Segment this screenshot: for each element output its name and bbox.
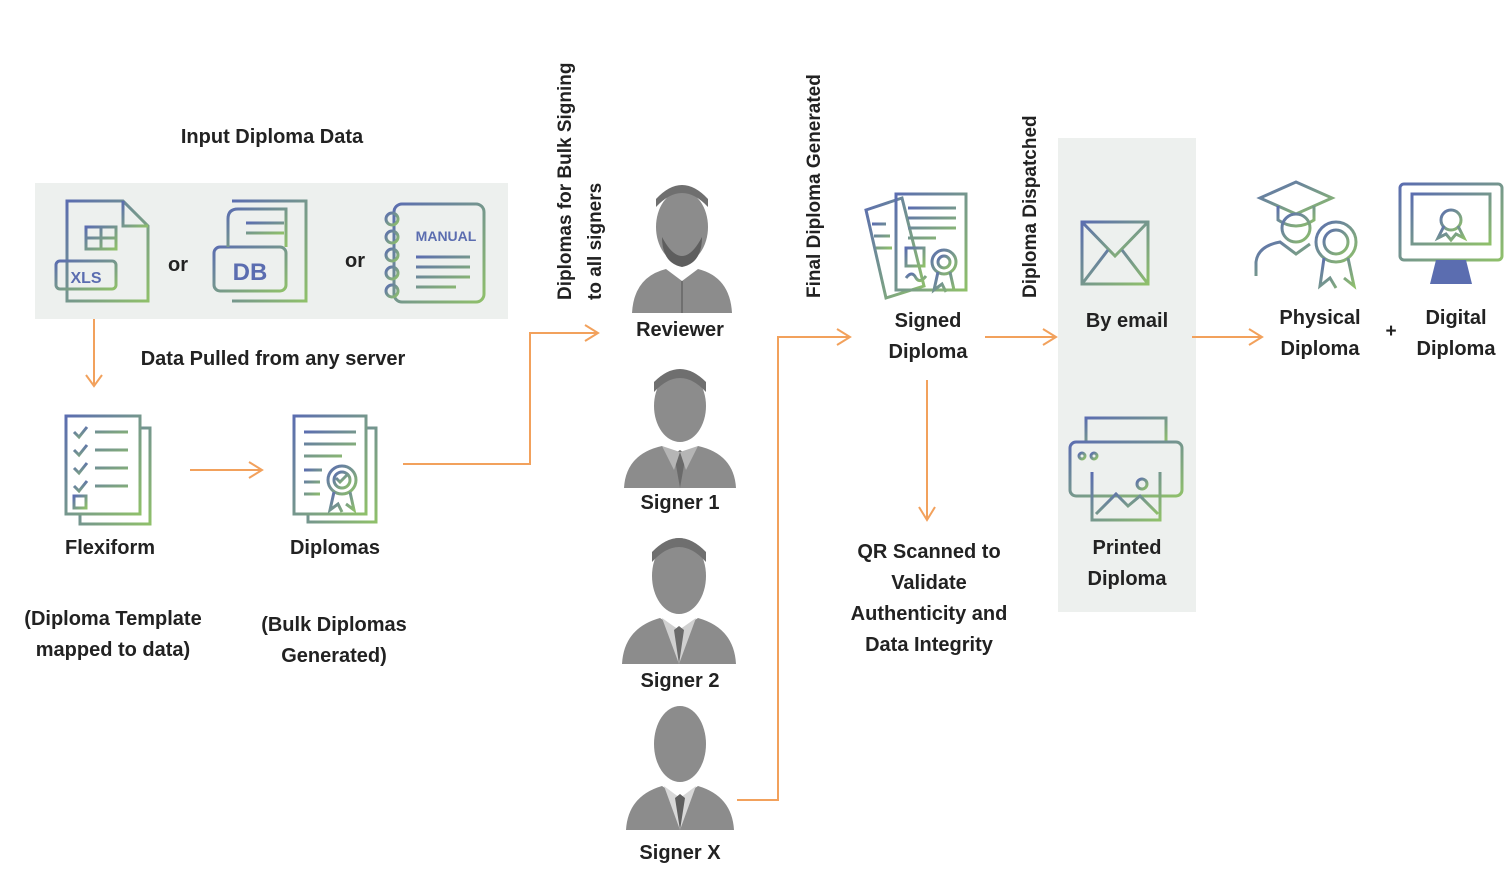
final-generated-stage-label: Final Diploma Generated	[804, 74, 825, 298]
dispatch-box	[1058, 138, 1196, 612]
digital-diploma-label: Digital Diploma	[1416, 307, 1496, 360]
monitor-certificate-icon	[1398, 182, 1504, 284]
printer-icon	[1068, 416, 1184, 522]
by-email-label: By email	[1085, 310, 1169, 332]
diplomas-certificate-icon	[292, 414, 378, 524]
input-sources-box	[35, 183, 508, 319]
qr-validation-caption: QR Scanned to Validate Authenticity and …	[850, 541, 1008, 656]
arrow-signerx-to-signed	[737, 336, 850, 801]
signed-diploma-label: Signed Diploma	[888, 310, 968, 363]
signer-2-label: Signer 2	[640, 670, 720, 692]
dispatched-stage-label: Diploma Dispatched	[1020, 115, 1041, 298]
manual-notebook-icon: MANUAL	[384, 202, 486, 304]
input-diploma-data-title: Input Diploma Data	[180, 126, 364, 148]
diplomas-title: Diplomas	[289, 537, 381, 559]
flexiform-checklist-icon	[64, 414, 152, 526]
or-label-2: or	[345, 250, 365, 272]
or-label-1: or	[168, 254, 188, 276]
signed-diploma-icon	[864, 192, 968, 300]
db-label: DB	[233, 259, 268, 286]
arrow-diplomas-to-reviewer	[403, 332, 598, 465]
manual-label: MANUAL	[416, 228, 477, 244]
signer-1-person-icon	[624, 369, 736, 488]
diplomas-caption: (Bulk Diplomas Generated)	[261, 614, 407, 667]
signer-x-person-icon	[626, 706, 734, 830]
flexiform-caption: (Diploma Template mapped to data)	[24, 608, 202, 661]
xls-label: XLS	[70, 270, 101, 287]
data-pulled-label: Data Pulled from any server	[140, 348, 406, 370]
graduate-award-icon	[1254, 180, 1358, 290]
email-envelope-icon	[1080, 220, 1150, 286]
signer-2-person-icon	[622, 538, 736, 664]
physical-diploma-label: Physical Diploma	[1279, 307, 1361, 360]
flexiform-title: Flexiform	[64, 537, 156, 559]
signer-x-label: Signer X	[639, 842, 721, 864]
bulk-signing-stage-label: Diplomas for Bulk Signing to all signers	[555, 62, 606, 300]
plus-sign: +	[1385, 321, 1397, 342]
reviewer-label: Reviewer	[636, 319, 724, 341]
printed-diploma-label: Printed Diploma	[1087, 537, 1167, 590]
xls-file-icon: XLS	[54, 199, 150, 303]
reviewer-person-icon	[632, 185, 732, 313]
database-file-icon: DB	[212, 199, 308, 303]
signer-1-label: Signer 1	[640, 492, 720, 514]
